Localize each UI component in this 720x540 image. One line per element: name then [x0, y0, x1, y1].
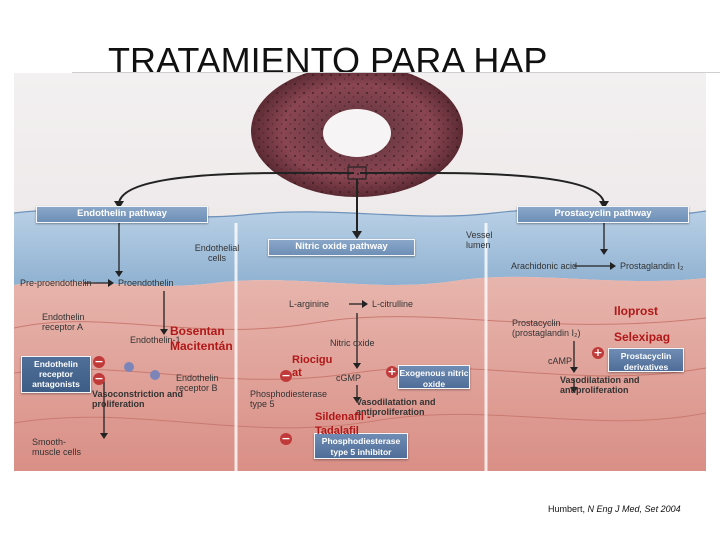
minus-sign-antagonist-a: −: [93, 355, 105, 368]
vasoconstriction-label: Vasoconstriction and proliferation: [92, 389, 184, 409]
minus-sign-pde5-inhibitor: −: [280, 432, 292, 445]
camp-label: cAMP: [548, 356, 573, 366]
minus-sign-pde5: −: [280, 369, 292, 382]
drug-iloprost: Iloprost: [614, 304, 658, 318]
endothelial-cells-label: Endothelial cells: [194, 243, 240, 263]
l-citrulline-label: L-citrulline: [372, 299, 414, 309]
vasodilatation-pgi-label: Vasodilatation and antiproliferation: [560, 375, 640, 395]
drug-tadalafil: Tadalafil: [315, 425, 359, 437]
endothelin-receptor-a-label: Endothelin receptor A: [42, 312, 85, 332]
vasodilatation-no-label: Vasodilatation and antiproliferation: [356, 397, 436, 417]
citation-journal: N Eng J Med, Set 2004: [587, 504, 681, 514]
drug-riociguat-line1: Riocigu: [292, 354, 333, 366]
endothelin-pathway-box: Endothelin pathway: [36, 206, 208, 223]
pre-proendothelin-label: Pre-proendothelin: [20, 278, 92, 288]
cgmp-label: cGMP: [336, 373, 362, 383]
endothelin-antagonists-box: Endothelin receptor antagonists: [21, 356, 91, 393]
sildenafil-dash: -: [366, 411, 371, 423]
prostaglandin-label: Prostaglandin I₂: [620, 261, 684, 271]
prostacyclin-derivatives-box: Prostacyclin derivatives: [608, 348, 684, 372]
pde5-inhibitor-box: Phosphodiesterase type 5 inhibitor: [314, 433, 408, 459]
nitric-oxide-pathway-box: Nitric oxide pathway: [268, 239, 415, 256]
figure-artwork: [14, 73, 706, 471]
smooth-muscle-cells-label: Smooth-muscle cells: [32, 437, 82, 457]
citation-author: Humbert,: [548, 504, 586, 514]
endothelin-1-label: Endothelin-1: [130, 335, 181, 345]
endothelin-receptor-b-label: Endothelin receptor B: [176, 373, 219, 393]
plus-sign-exogenous-no: +: [386, 365, 398, 378]
prostacyclin-pgi2-label: Prostacyclin (prostaglandin I₂): [512, 318, 581, 338]
l-arginine-label: L-arginine: [289, 299, 330, 309]
drug-bosentan: Bosentan: [170, 324, 225, 338]
nitric-oxide-label: Nitric oxide: [330, 338, 375, 348]
arachidonic-acid-label: Arachidonic acid: [511, 261, 578, 271]
pathway-figure: Endothelin pathway Nitric oxide pathway …: [14, 73, 706, 471]
drug-sildenafil: Sildenafil -: [315, 411, 371, 423]
plus-sign-prostacyclin: +: [592, 346, 604, 359]
drug-macitentan: Macitentán: [170, 339, 233, 353]
proendothelin-label: Proendothelin: [118, 278, 174, 288]
citation: Humbert, N Eng J Med, Set 2004: [548, 504, 681, 514]
drug-riociguat-line2: at: [292, 367, 302, 379]
vessel-lumen-label: Vessel lumen: [466, 230, 493, 250]
drug-selexipag: Selexipag: [614, 330, 671, 344]
pde5-label: Phosphodiesterase type 5: [250, 389, 328, 409]
exogenous-no-box: Exogenous nitric oxide: [398, 365, 470, 389]
prostacyclin-pathway-box: Prostacyclin pathway: [517, 206, 689, 223]
minus-sign-antagonist-b: −: [93, 372, 105, 385]
